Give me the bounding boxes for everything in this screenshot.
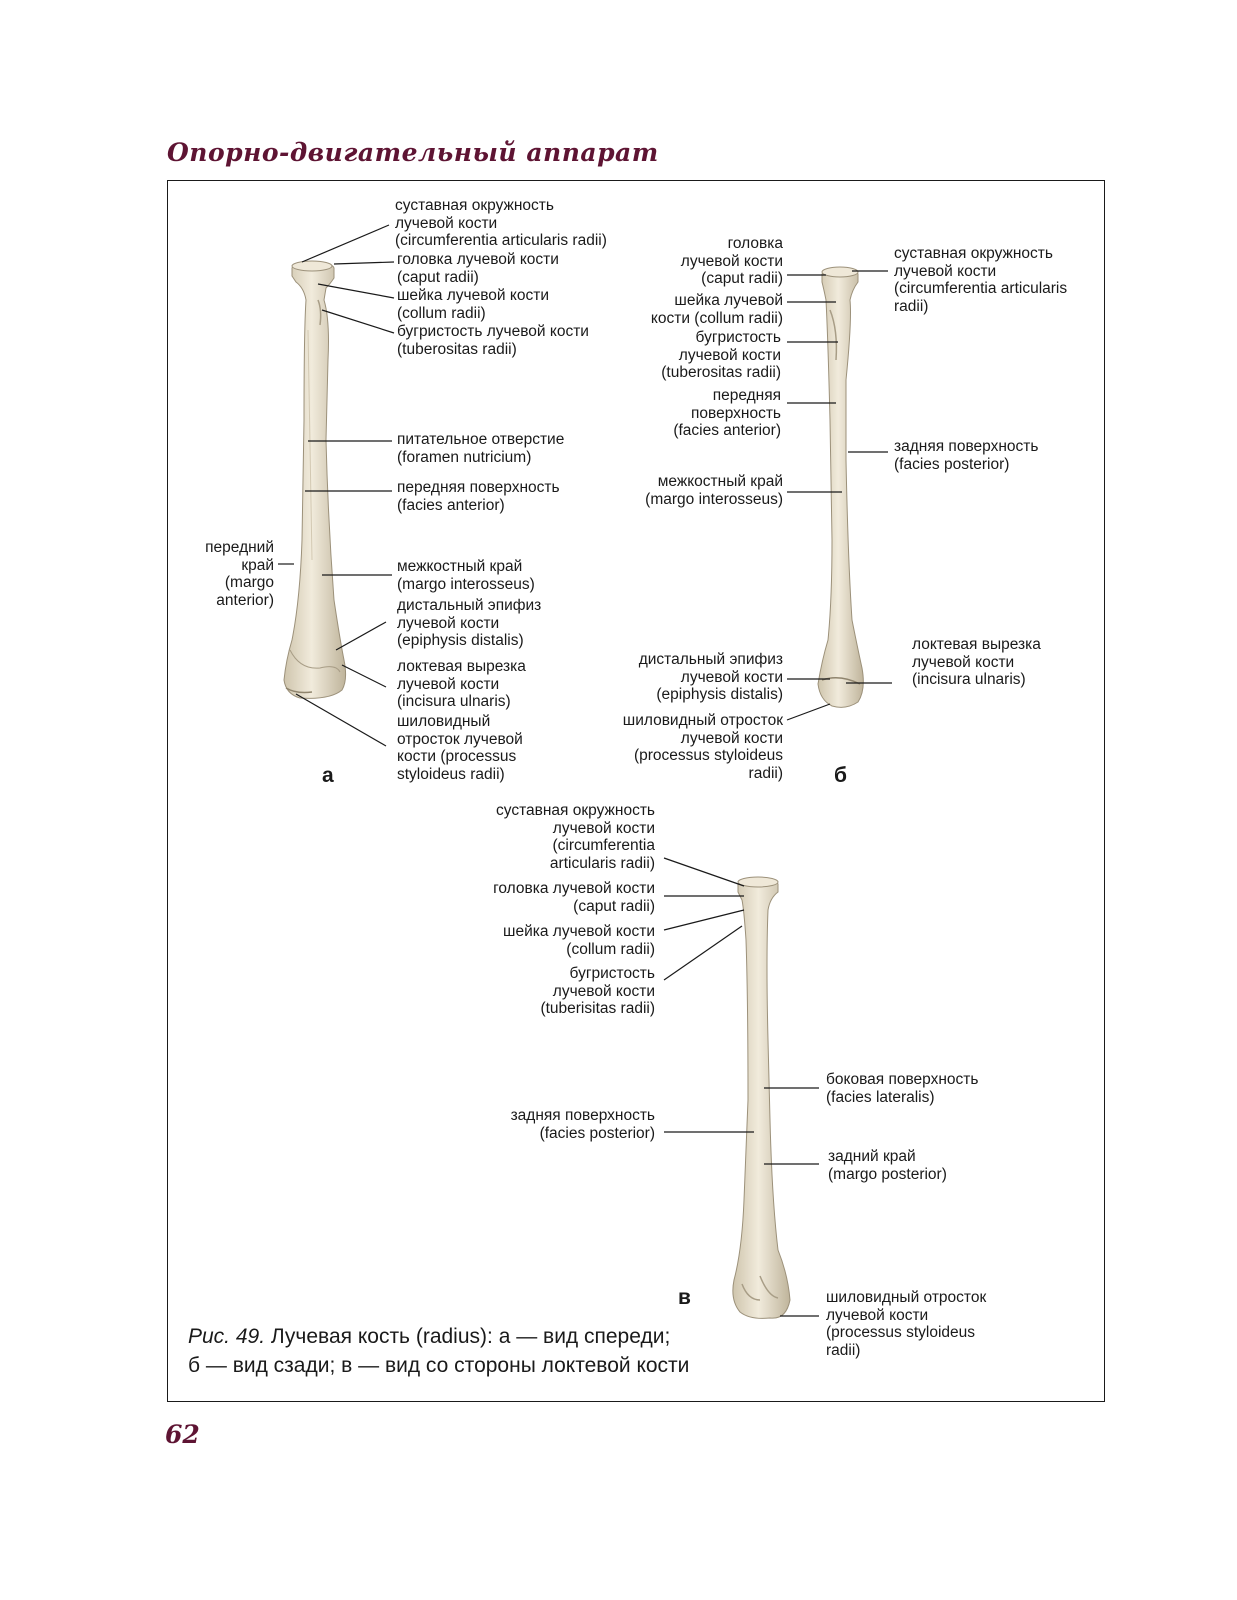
label-a-styloideus: шиловидный отросток лучевой кости (proce… — [397, 713, 523, 783]
label-c-facies-lateralis: боковая поверхность (facies lateralis) — [826, 1071, 979, 1106]
label-b-collum: шейка лучевой кости (collum radii) — [650, 292, 783, 327]
figure-letter-a: а — [322, 764, 334, 787]
label-c-caput: головка лучевой кости (caput radii) — [493, 880, 655, 915]
label-c-styloideus: шиловидный отросток лучевой кости (proce… — [826, 1289, 987, 1359]
label-a-epiphysis: дистальный эпифиз лучевой кости (epiphys… — [397, 597, 542, 650]
label-c-circumferentia: суставная окружность лучевой кости (circ… — [496, 802, 655, 872]
label-b-incisura: локтевая вырезка лучевой кости (incisura… — [912, 636, 1041, 689]
label-b-tuberositas: бугристость лучевой кости (tuberositas r… — [661, 329, 781, 382]
label-a-caput: головка лучевой кости (caput radii) — [397, 251, 559, 286]
figure-letter-c: в — [678, 1286, 691, 1309]
caption-prefix: Рис. 49. — [188, 1325, 266, 1348]
label-a-tuberositas: бугристость лучевой кости (tuberositas r… — [397, 323, 589, 358]
label-b-facies-posterior: задняя поверхность (facies posterior) — [894, 438, 1039, 473]
label-a-facies-anterior: передняя поверхность (facies anterior) — [397, 479, 560, 514]
bone-b-illustration — [817, 266, 864, 708]
label-b-facies-anterior: передняя поверхность (facies anterior) — [673, 387, 781, 440]
label-a-foramen: питательное отверстие (foramen nutricium… — [397, 431, 565, 466]
label-c-tuberositas: бугристость лучевой кости (tuberisitas r… — [540, 965, 655, 1018]
running-header: Опорно-двигательный аппарат — [167, 138, 659, 167]
figure-caption: Рис. 49. Лучевая кость (radius): а — вид… — [188, 1322, 689, 1380]
bone-a-illustration — [283, 260, 347, 699]
caption-line-1: Лучевая кость (radius): а — вид спереди; — [265, 1325, 671, 1348]
label-a-circumferentia: суставная окружность лучевой кости (circ… — [395, 197, 607, 250]
leader-lines — [278, 224, 892, 1317]
figure-letter-b: б — [834, 764, 847, 787]
label-a-collum: шейка лучевой кости (collum radii) — [397, 287, 549, 322]
label-c-facies-posterior: задняя поверхность (facies posterior) — [510, 1107, 655, 1142]
label-a-margo-anterior: передний край (margo anterior) — [205, 539, 274, 609]
label-b-margo-interosseus: межкостный край (margo interosseus) — [645, 473, 783, 508]
label-b-caput: головка лучевой кости (caput radii) — [680, 235, 783, 288]
page-number: 62 — [165, 1420, 200, 1449]
label-a-incisura: локтевая вырезка лучевой кости (incisura… — [397, 658, 526, 711]
label-b-epiphysis: дистальный эпифиз лучевой кости (epiphys… — [638, 651, 783, 704]
label-c-collum: шейка лучевой кости (collum radii) — [503, 923, 655, 958]
bone-c-illustration — [732, 876, 791, 1319]
caption-line-2: б — вид сзади; в — вид со стороны локтев… — [188, 1354, 690, 1377]
label-a-margo-interosseus: межкостный край (margo interosseus) — [397, 558, 535, 593]
figure-frame — [167, 180, 1105, 1402]
label-b-circumferentia: суставная окружность лучевой кости (circ… — [894, 245, 1068, 315]
label-c-margo-posterior: задний край (margo posterior) — [828, 1148, 947, 1183]
label-b-styloideus: шиловидный отросток лучевой кости (proce… — [622, 712, 783, 782]
